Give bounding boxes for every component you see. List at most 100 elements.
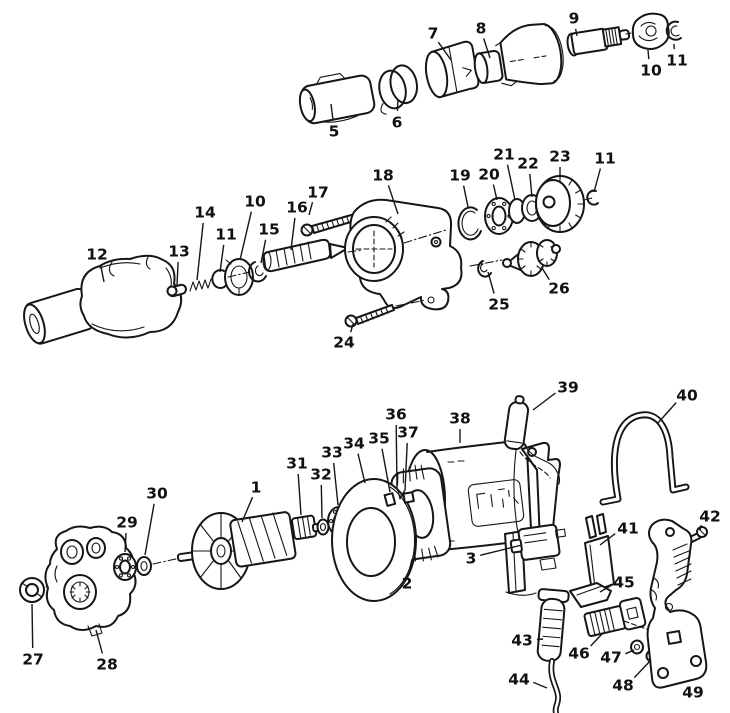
part-13-pin xyxy=(166,283,187,298)
leader-line xyxy=(483,38,491,59)
part-number-label: 34 xyxy=(343,435,365,453)
part-number-label: 40 xyxy=(676,387,698,405)
part-number-label: 11 xyxy=(215,226,237,244)
part-number-label: 15 xyxy=(258,221,280,239)
part-8-gear-cap xyxy=(473,23,564,87)
leader-line xyxy=(593,168,602,193)
part-24-screw xyxy=(344,299,427,328)
leader-line xyxy=(290,217,296,251)
part-11-ring-clip-gear xyxy=(586,189,599,206)
part-number-label: 46 xyxy=(568,645,590,663)
part-number-label: 47 xyxy=(600,649,622,667)
part-11-ring-clip-mid xyxy=(211,269,228,289)
part-number-label: 20 xyxy=(478,166,500,184)
part-28-gear-case xyxy=(44,525,137,637)
leader-line xyxy=(330,103,334,121)
part-number-label: 11 xyxy=(594,150,616,168)
part-5-sleeve xyxy=(298,72,376,125)
part-43-cord-protector xyxy=(536,588,570,662)
part-number-label: 11 xyxy=(666,52,688,70)
part-number-label: 18 xyxy=(372,167,394,185)
part-number-label: 8 xyxy=(476,20,487,38)
part-45-cord-clamp xyxy=(569,582,612,608)
part-10-knob xyxy=(631,12,670,50)
part-20-bearing xyxy=(484,197,514,235)
part-number-label: 10 xyxy=(640,62,662,80)
part-19-retaining-ring xyxy=(457,206,482,241)
part-number-label: 16 xyxy=(286,199,308,217)
leader-line xyxy=(462,185,469,208)
part-14-spring xyxy=(189,278,212,292)
part-number-label: 44 xyxy=(508,671,530,689)
part-number-label: 32 xyxy=(310,466,332,484)
part-number-label: 31 xyxy=(286,455,308,473)
leader-line xyxy=(260,239,267,264)
part-11-ring-clip-top xyxy=(665,20,682,41)
part-40-bail xyxy=(599,411,690,506)
part-number-label: 39 xyxy=(557,379,579,397)
part-number-label: 36 xyxy=(385,406,407,424)
leader-line xyxy=(625,649,635,655)
part-number-label: 24 xyxy=(333,334,355,352)
leader-line xyxy=(437,41,452,61)
leader-line xyxy=(599,533,616,546)
part-number-label: 48 xyxy=(612,677,634,695)
part-18-gear-housing-plate xyxy=(344,198,463,311)
part-number-label: 1 xyxy=(251,479,262,497)
part-number-label: 7 xyxy=(428,25,439,43)
part-47-nut xyxy=(630,639,644,655)
leader-line xyxy=(99,264,105,283)
leader-line xyxy=(144,503,155,556)
leader-line xyxy=(357,453,366,484)
leader-line xyxy=(492,184,498,201)
leader-line xyxy=(404,442,408,492)
part-number-label: 14 xyxy=(194,204,216,222)
part-23-gear xyxy=(535,175,585,233)
part-7-coupling xyxy=(424,40,480,99)
part-number-label: 33 xyxy=(321,444,343,462)
leader-line xyxy=(533,681,548,689)
leader-line xyxy=(308,202,314,216)
part-number-label: 30 xyxy=(146,485,168,503)
part-number-label: 49 xyxy=(682,684,704,702)
leader-line xyxy=(506,164,516,201)
leader-line xyxy=(381,448,391,493)
leader-line xyxy=(408,558,413,573)
part-number-label: 37 xyxy=(397,424,419,442)
part-30-washer xyxy=(136,556,152,576)
part-number-label: 25 xyxy=(488,296,510,314)
leader-line xyxy=(176,261,179,286)
part-16-spindle-shaft xyxy=(262,238,357,273)
part-26-pinion-gear xyxy=(502,239,561,277)
leader-line xyxy=(196,222,204,281)
part-number-label: 41 xyxy=(617,520,639,538)
leader-line xyxy=(647,49,650,60)
part-number-label: 35 xyxy=(368,430,390,448)
part-37-brush xyxy=(402,491,415,504)
leader-line xyxy=(239,211,252,261)
part-number-label: 3 xyxy=(466,550,477,568)
leader-line xyxy=(124,532,127,553)
part-34-baffle xyxy=(331,478,417,602)
part-41-brush-plate xyxy=(584,513,615,593)
part-27-nut xyxy=(19,577,45,603)
leader-line xyxy=(487,271,495,294)
part-49-handle-cover xyxy=(646,518,708,689)
assembly-angle-head xyxy=(298,12,682,125)
part-44-cord xyxy=(548,658,562,713)
leader-line xyxy=(590,633,603,647)
part-12-chuck xyxy=(23,254,183,345)
part-number-label: 12 xyxy=(86,246,108,264)
leader-line xyxy=(480,544,523,556)
part-31-commutator xyxy=(290,514,318,540)
part-number-label: 6 xyxy=(392,114,403,132)
leader-line xyxy=(241,496,254,523)
leader-line xyxy=(395,424,398,489)
part-number-label: 42 xyxy=(699,508,721,526)
part-42-screw xyxy=(689,526,708,543)
part-39-capacitor xyxy=(503,395,561,485)
part-29-bearing xyxy=(113,553,137,581)
part-number-label: 38 xyxy=(449,410,471,428)
